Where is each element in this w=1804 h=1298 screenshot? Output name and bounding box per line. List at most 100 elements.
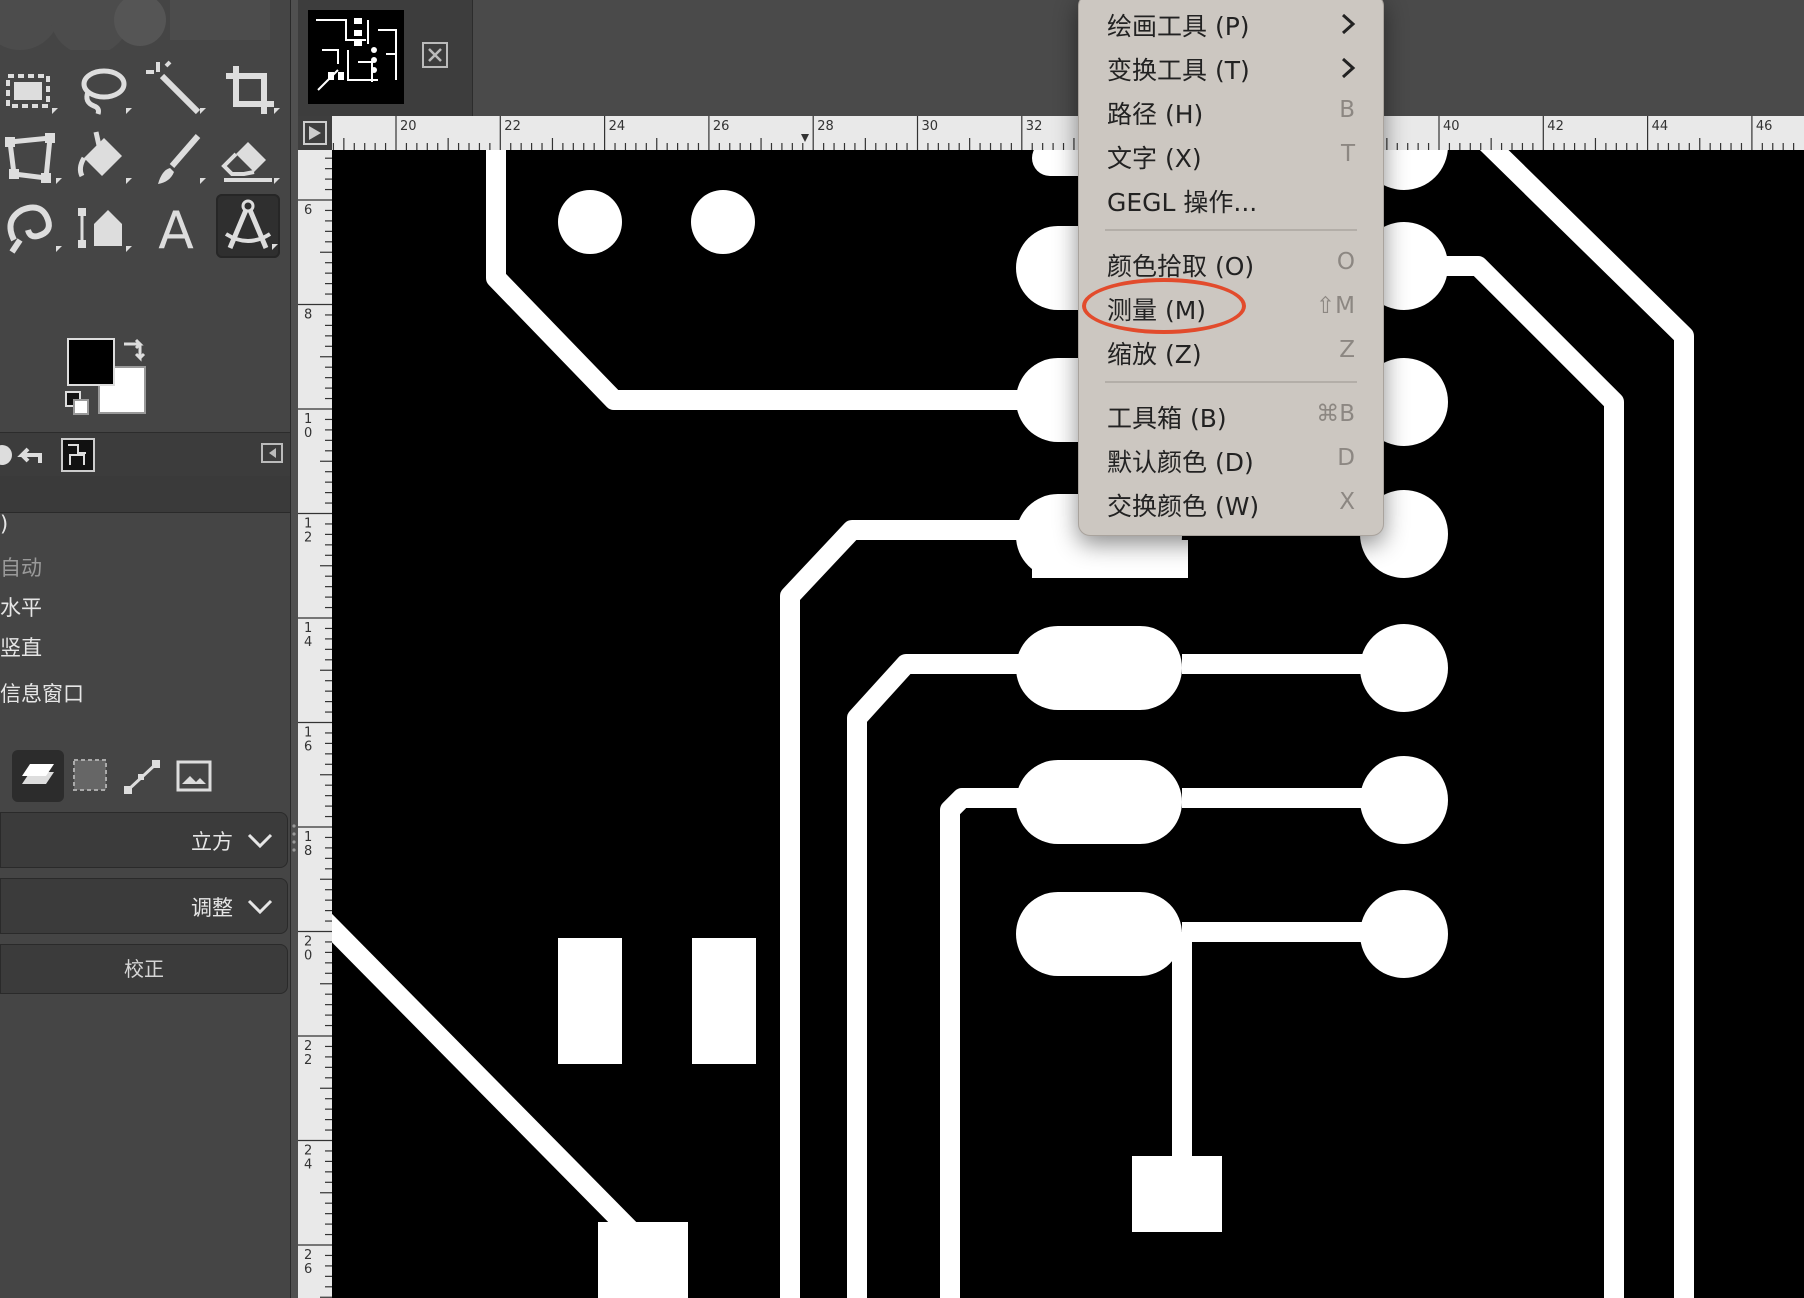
option-horizontal[interactable]: 水平 [0, 596, 42, 620]
rect-select-icon [6, 74, 58, 114]
toolbox-panel: A ) 自动 水平 竖直 信息窗口 立方 调整 校正 [0, 0, 290, 1298]
eraser-tool[interactable] [218, 128, 282, 192]
menu-item-label: 文字 (X) [1107, 144, 1202, 173]
menu-item-color-picker[interactable]: 颜色拾取 (O)O [1079, 241, 1383, 285]
clipping-combo[interactable]: 调整 [0, 878, 288, 934]
ruler-corner-button[interactable] [298, 116, 333, 151]
image-thumbnail [308, 10, 404, 104]
ruler-label: 1 [304, 517, 312, 532]
ruler-label: 8 [304, 844, 312, 859]
transform-layer-button[interactable] [12, 750, 64, 802]
ruler-label: 1 [304, 726, 312, 741]
ruler-label: 28 [817, 119, 834, 134]
tools-context-menu: 绘画工具 (P) 变换工具 (T)路径 (H)B 文字 (X) T GEGL 操作...… [1078, 0, 1384, 536]
unified-transform-tool[interactable] [0, 128, 64, 192]
text-tool[interactable]: A [144, 196, 208, 260]
svg-text:A: A [158, 201, 194, 260]
ruler-label: 1 [304, 412, 312, 427]
menu-item-shortcut: O [1336, 249, 1355, 275]
menu-item-label: 交换颜色 (W) [1107, 492, 1260, 521]
crop-tool[interactable] [218, 58, 282, 122]
ruler-label: 2 [304, 1248, 312, 1263]
ruler-label: 2 [304, 1039, 312, 1054]
brush-icon [158, 134, 206, 184]
menu-item-paint-tools[interactable]: 绘画工具 (P) [1079, 1, 1383, 45]
quick-mask-toggle-icon [303, 121, 327, 145]
measure-tool[interactable] [216, 194, 280, 258]
option-vertical[interactable]: 竖直 [0, 636, 42, 660]
default-colors-icon[interactable] [64, 390, 90, 416]
menu-item-label: 绘画工具 (P) [1107, 12, 1250, 41]
menu-item-transform-tools[interactable]: 变换工具 (T) [1079, 45, 1383, 89]
undo-history-tab-icon[interactable] [10, 437, 50, 473]
rect-select-tool[interactable] [0, 58, 64, 122]
smudge-tool[interactable] [0, 196, 64, 260]
menu-item-gegl-operation[interactable]: GEGL 操作... [1079, 177, 1383, 221]
option-partial-line-1: ) [0, 512, 9, 536]
menu-item-paths[interactable]: 路径 (H)B [1079, 89, 1383, 133]
menu-item-zoom[interactable]: 缩放 (Z)Z [1079, 329, 1383, 373]
ruler-label: 0 [304, 426, 312, 441]
panel-grip-icon[interactable] [292, 820, 296, 860]
crop-icon [226, 66, 280, 114]
transform-image-button[interactable] [168, 750, 220, 802]
panel-divider[interactable] [290, 0, 299, 1298]
menu-item-label: 测量 (M) [1107, 296, 1207, 325]
path-icon [124, 760, 160, 794]
straighten-button[interactable]: 校正 [0, 944, 288, 994]
tool-options-empty-area [0, 1000, 290, 1298]
ruler-label: 1 [304, 621, 312, 636]
interpolation-combo[interactable]: 立方 [0, 812, 288, 868]
panel-menu-icon[interactable] [260, 440, 286, 466]
chevron-down-icon [247, 833, 273, 849]
chevron-down-icon [247, 899, 273, 915]
menu-item-label: 路径 (H) [1107, 100, 1204, 129]
magic-wand-icon [146, 60, 206, 115]
chevron-right-icon [1341, 57, 1356, 79]
menu-item-text[interactable]: 文字 (X) T [1079, 133, 1383, 177]
menu-item-measure[interactable]: 测量 (M)⇧M [1079, 285, 1383, 329]
paths-tool[interactable] [70, 196, 134, 260]
transform-icon [5, 133, 62, 184]
pcb-traces-image [332, 150, 1804, 1298]
bucket-fill-tool[interactable] [70, 128, 134, 192]
horizontal-ruler-ticks: 2022242628303234363840424446 [332, 116, 1795, 150]
menu-item-shortcut: X [1339, 489, 1355, 515]
images-tab-icon[interactable] [58, 437, 98, 473]
menu-item-shortcut: T [1340, 141, 1355, 167]
free-select-tool[interactable] [70, 58, 134, 122]
interpolation-value: 立方 [191, 830, 233, 854]
ruler-label: 1 [304, 830, 312, 845]
image-icon [176, 760, 212, 792]
dock-tab-bar [0, 432, 290, 477]
menu-item-shortcut: ⌘B [1316, 401, 1355, 427]
ruler-label: 4 [304, 1158, 312, 1173]
menu-item-swap-colors[interactable]: 交换颜色 (W) X [1079, 481, 1383, 525]
transform-selection-button[interactable] [64, 750, 116, 802]
foreground-color-swatch[interactable] [67, 338, 115, 386]
ruler-label: 30 [922, 119, 939, 134]
ruler-label: 40 [1443, 119, 1460, 134]
transform-path-button[interactable] [116, 750, 168, 802]
menu-item-label: 工具箱 (B) [1107, 404, 1227, 433]
tool-options-tab-icon[interactable] [0, 437, 30, 473]
option-auto: 自动 [0, 556, 42, 580]
image-canvas[interactable] [332, 150, 1804, 1298]
image-tab[interactable] [298, 0, 473, 116]
menu-item-toolbox[interactable]: 工具箱 (B) ⌘B [1079, 393, 1383, 437]
clipping-value: 调整 [191, 896, 233, 920]
close-icon[interactable] [420, 40, 450, 70]
fuzzy-select-tool[interactable] [144, 58, 208, 122]
menu-item-label: GEGL 操作... [1107, 188, 1258, 217]
paintbrush-tool[interactable] [144, 128, 208, 192]
option-info-window[interactable]: 信息窗口 [0, 682, 84, 706]
swap-colors-icon[interactable] [120, 334, 148, 362]
ruler-label: 42 [1547, 119, 1564, 134]
ruler-label: 26 [713, 119, 730, 134]
horizontal-ruler[interactable]: 2022242628303234363840424446 [332, 116, 1804, 150]
text-icon: A [158, 201, 194, 260]
ruler-label: 8 [304, 308, 312, 323]
menu-item-default-colors[interactable]: 默认颜色 (D)D [1079, 437, 1383, 481]
